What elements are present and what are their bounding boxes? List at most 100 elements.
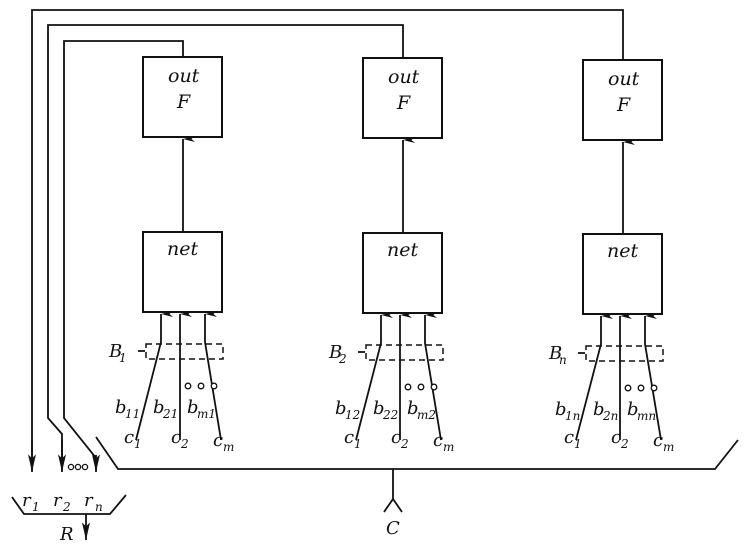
weight-label-1: b12: [335, 398, 360, 422]
weight-label-2: b2n: [593, 399, 618, 423]
weight-label-m: bm1: [187, 397, 216, 421]
svg-text:b: b: [115, 397, 127, 418]
svg-text:b: b: [555, 399, 567, 420]
svg-text:c: c: [653, 430, 663, 451]
input-bus-label: C: [386, 518, 400, 539]
weight-group-label: B2: [328, 342, 347, 366]
output-label-r2: r 2: [53, 490, 71, 514]
svg-text:12: 12: [345, 408, 360, 422]
svg-text:b: b: [187, 397, 199, 418]
svg-text:c: c: [344, 427, 354, 448]
svg-text:1: 1: [32, 500, 40, 514]
output-bus-R: [11, 494, 127, 515]
output-bus-label: R: [59, 524, 74, 545]
out-box: [362, 57, 443, 139]
weight-ellipsis-dots: [624, 384, 658, 392]
svg-text:mn: mn: [637, 409, 656, 423]
svg-text:b: b: [373, 398, 385, 419]
function-label: F: [176, 91, 191, 113]
svg-text:2: 2: [338, 352, 347, 366]
out-box: [142, 56, 223, 138]
input-bus-C: [95, 436, 739, 470]
weight-label-2: b21: [153, 397, 178, 421]
feedback-line-r1: [31, 9, 624, 470]
svg-text:21: 21: [162, 407, 178, 421]
out-label: out: [608, 68, 640, 90]
svg-text:c: c: [433, 430, 443, 451]
svg-text:B: B: [548, 343, 562, 364]
feedback-line-r2: [47, 24, 404, 470]
weight-group-box: [585, 345, 664, 362]
svg-text:b: b: [593, 399, 605, 420]
svg-text:b: b: [153, 397, 165, 418]
net-label: net: [387, 239, 418, 261]
weighted-input-line-3: [424, 312, 442, 441]
weight-ellipsis-dots: [184, 382, 218, 390]
svg-text:1: 1: [354, 437, 362, 451]
svg-text:m1: m1: [197, 407, 216, 421]
weighted-input-line-1: [135, 311, 173, 441]
svg-text:2: 2: [180, 437, 189, 451]
weight-group-label: Bn: [548, 343, 567, 367]
weight-label-1: b11: [115, 397, 140, 421]
output-ellipsis-dots: [67, 463, 89, 471]
weight-group-box: [145, 343, 224, 360]
weighted-input-line-1: [355, 312, 393, 441]
svg-text:b: b: [627, 399, 639, 420]
svg-text:1: 1: [134, 437, 142, 451]
input-bus-stem: [383, 469, 403, 513]
weight-label-1: b1n: [555, 399, 580, 423]
weight-label-m: bm2: [407, 398, 436, 422]
svg-text:n: n: [95, 500, 103, 514]
svg-text:r: r: [22, 490, 32, 511]
weighted-input-line-1: [575, 313, 613, 441]
svg-text:22: 22: [382, 408, 398, 422]
output-label-r1: r 1: [22, 490, 40, 514]
out-label: out: [388, 66, 420, 88]
svg-text:n: n: [559, 353, 567, 367]
net-label: net: [167, 238, 198, 260]
svg-text:b: b: [407, 398, 419, 419]
svg-text:r: r: [53, 490, 63, 511]
svg-text:1: 1: [574, 437, 582, 451]
svg-text:B: B: [108, 341, 122, 362]
svg-text:m: m: [223, 440, 234, 454]
svg-text:2n: 2n: [602, 409, 618, 423]
svg-text:11: 11: [125, 407, 140, 421]
output-label-rn: r n: [84, 490, 103, 514]
weight-label-2: b22: [373, 398, 398, 422]
svg-text:c: c: [171, 427, 181, 448]
weighted-input-line-3: [644, 313, 662, 441]
net-box: [362, 232, 443, 314]
svg-text:c: c: [213, 430, 223, 451]
weight-label-m: bmn: [627, 399, 656, 423]
svg-text:c: c: [611, 427, 621, 448]
weight-group-box: [365, 344, 444, 361]
svg-text:B: B: [328, 342, 342, 363]
weight-group-label: B1: [108, 341, 127, 365]
svg-text:m2: m2: [417, 408, 436, 422]
svg-text:2: 2: [400, 437, 409, 451]
weight-ellipsis-dots: [404, 383, 438, 391]
svg-text:c: c: [391, 427, 401, 448]
svg-text:m: m: [443, 440, 454, 454]
svg-text:b: b: [335, 398, 347, 419]
net-label: net: [607, 240, 638, 262]
svg-text:m: m: [663, 440, 674, 454]
svg-text:2: 2: [620, 437, 629, 451]
function-label: F: [396, 92, 411, 114]
svg-text:2: 2: [62, 500, 71, 514]
